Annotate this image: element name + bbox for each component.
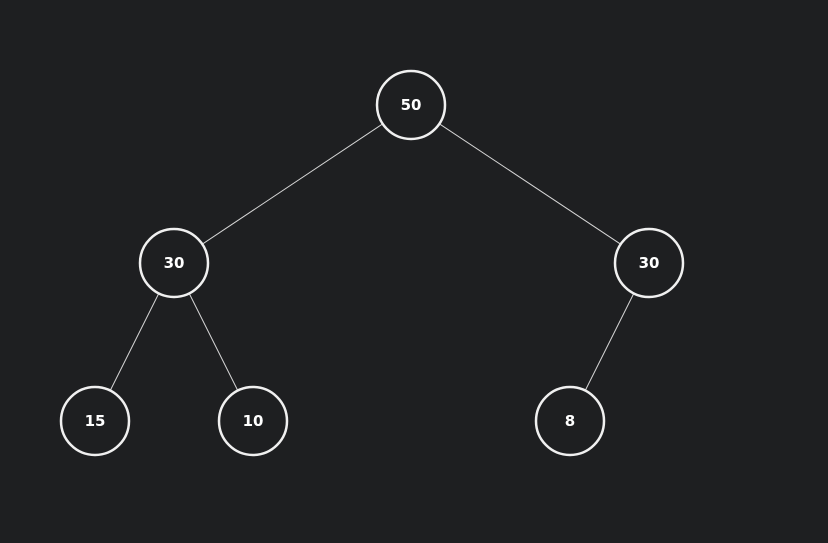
tree-node: 8: [534, 385, 606, 457]
node-label: 15: [85, 412, 106, 430]
node-label: 10: [243, 412, 264, 430]
node-circle: [59, 385, 131, 457]
node-circle: [138, 227, 210, 299]
tree-node: 30: [613, 227, 685, 299]
tree-node: 15: [59, 385, 131, 457]
node-circle: [217, 385, 289, 457]
tree-node: 30: [138, 227, 210, 299]
tree-edge: [410, 104, 650, 264]
tree-node: 10: [217, 385, 289, 457]
node-circle: [613, 227, 685, 299]
tree-edge: [173, 104, 412, 264]
tree-nodes: 50 30 30 15 10 8: [59, 69, 685, 457]
node-label: 50: [401, 96, 422, 114]
tree-node: 50: [375, 69, 447, 141]
node-label: 30: [639, 254, 660, 272]
node-circle: [534, 385, 606, 457]
node-label: 8: [565, 412, 575, 430]
node-label: 30: [164, 254, 185, 272]
node-circle: [375, 69, 447, 141]
